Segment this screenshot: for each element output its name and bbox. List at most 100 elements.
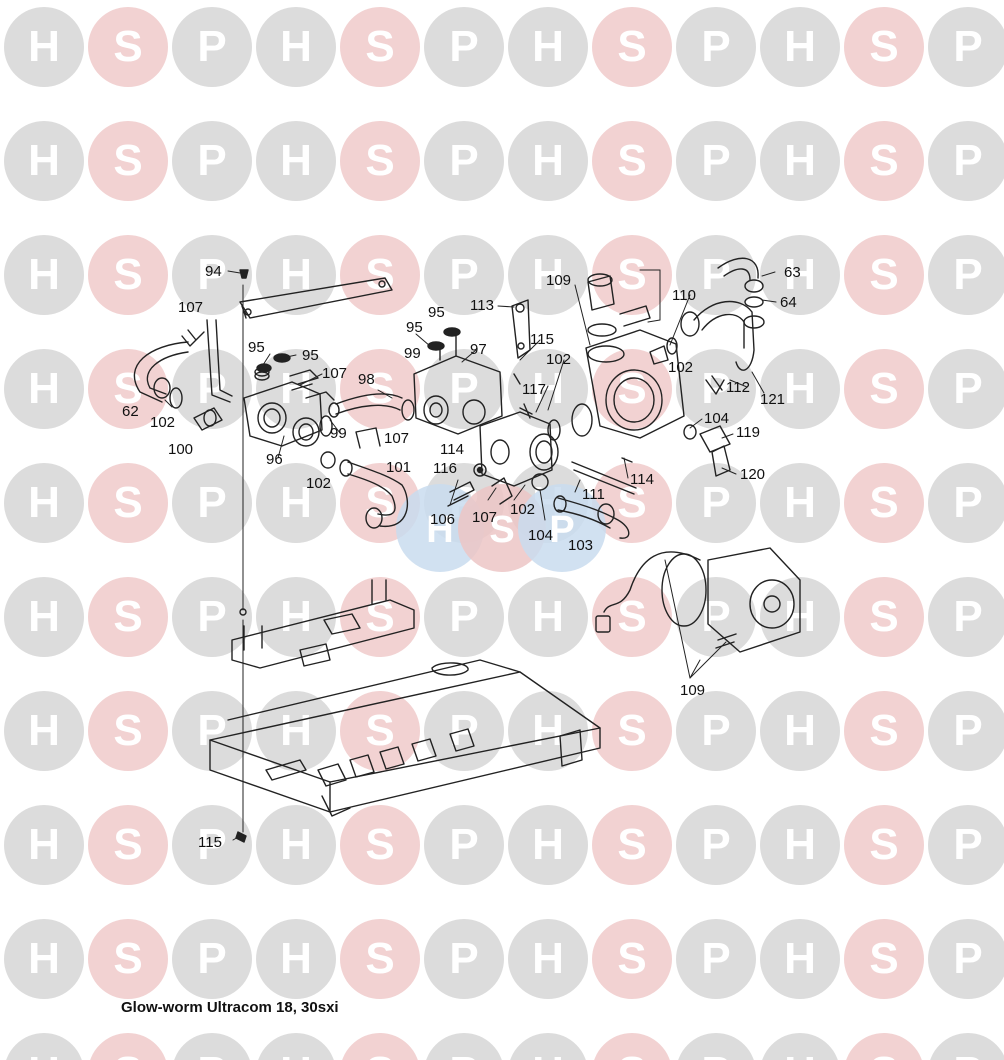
- watermark-circle: [340, 349, 420, 429]
- watermark-circle: [88, 235, 168, 315]
- callout-103: 103: [568, 537, 594, 554]
- watermark-letter: P: [449, 250, 478, 299]
- watermark-circle: [174, 1033, 250, 1060]
- watermark-circle: [676, 7, 756, 87]
- callout-100: 100: [168, 441, 194, 458]
- gasket-plate: [239, 277, 393, 319]
- watermark-circle: [760, 463, 840, 543]
- drain-120: [711, 445, 731, 477]
- watermark-letter: P: [197, 22, 226, 71]
- watermark-letter: H: [784, 706, 816, 755]
- watermark-circle: [676, 577, 756, 657]
- callout-98: 98: [358, 371, 375, 388]
- watermark-circle: [928, 691, 1004, 771]
- watermark-letter: S: [113, 136, 142, 185]
- watermark-letter: H: [784, 820, 816, 869]
- pipe-101: [347, 461, 409, 527]
- watermark-letter: P: [449, 592, 478, 641]
- watermark-circle: [424, 7, 504, 87]
- callout-107: 107: [178, 299, 204, 316]
- watermark-circle: [172, 577, 252, 657]
- watermark-circle: [4, 805, 84, 885]
- pipe-121: [693, 300, 755, 371]
- watermark-circle: [88, 349, 168, 429]
- watermark-letter: H: [784, 250, 816, 299]
- watermark-letter: S: [113, 934, 142, 983]
- callout-112: 112: [726, 379, 750, 396]
- callout-99: 99: [404, 345, 421, 362]
- watermark-circle: [256, 919, 336, 999]
- callout-107: 107: [384, 430, 410, 447]
- watermark-letter: P: [449, 820, 478, 869]
- air-vent-110: [587, 275, 615, 311]
- watermark-circle: [172, 121, 252, 201]
- watermark-circle: [424, 121, 504, 201]
- callout-113: 113: [470, 297, 494, 314]
- callout-117: 117: [522, 381, 546, 398]
- watermark-circle: [90, 1033, 166, 1060]
- watermark-circle: [4, 7, 84, 87]
- mounting-bracket: [231, 579, 415, 669]
- watermark-letter: P: [953, 250, 982, 299]
- callout-104: 104: [704, 410, 730, 427]
- watermark-letter: P: [701, 136, 730, 185]
- watermark-letter: H: [280, 1048, 312, 1060]
- watermark-letter: H: [28, 136, 60, 185]
- center-logo-letter: P: [549, 509, 574, 551]
- watermark-circle: [760, 7, 840, 87]
- watermark-letter: P: [449, 934, 478, 983]
- callout-111: 111: [582, 486, 605, 503]
- watermark-circle: [928, 463, 1004, 543]
- watermark-letter: H: [784, 934, 816, 983]
- watermark-letter: P: [701, 478, 730, 527]
- watermark-circle: [676, 919, 756, 999]
- callout-64: 64: [780, 294, 797, 311]
- housing-114: [479, 411, 553, 487]
- watermark-circle: [258, 1033, 334, 1060]
- watermark-letter: S: [113, 250, 142, 299]
- watermark-circle: [340, 919, 420, 999]
- watermark-letter: S: [869, 706, 898, 755]
- watermark-circle: [6, 1033, 82, 1060]
- watermark-letter: S: [113, 592, 142, 641]
- watermark-circle: [760, 805, 840, 885]
- watermark-circle: [510, 1033, 586, 1060]
- watermark-circle: [88, 577, 168, 657]
- watermark-circle: [760, 235, 840, 315]
- watermark-circle: [760, 349, 840, 429]
- callout-109: 109: [546, 272, 572, 289]
- watermark-letter: S: [869, 22, 898, 71]
- watermark-circle: [172, 919, 252, 999]
- watermark-letter: H: [532, 592, 564, 641]
- center-logo-letter: S: [489, 509, 514, 551]
- watermark-letter: H: [28, 592, 60, 641]
- watermark-letter: P: [953, 22, 982, 71]
- watermark-circle: [676, 235, 756, 315]
- watermark-letter: H: [28, 1048, 60, 1060]
- watermark-letter: P: [197, 1048, 226, 1060]
- watermark-circle: [930, 1033, 1004, 1060]
- watermark-letter: H: [28, 250, 60, 299]
- watermark-letter: S: [113, 22, 142, 71]
- watermark-circle: [508, 349, 588, 429]
- watermark-letter: P: [197, 592, 226, 641]
- watermark-letter: S: [869, 1048, 898, 1060]
- watermark-circle: [256, 805, 336, 885]
- watermark-letter: S: [617, 250, 646, 299]
- watermark-circle: [256, 577, 336, 657]
- pipe-63: [717, 257, 759, 281]
- callout-62: 62: [122, 403, 139, 420]
- callout-119: 119: [736, 424, 760, 441]
- watermark-circle: [508, 577, 588, 657]
- watermark-circle: [508, 691, 588, 771]
- watermark-letter: H: [28, 706, 60, 755]
- watermark-letter: P: [197, 250, 226, 299]
- watermark-letter: H: [532, 22, 564, 71]
- watermark-circle: [172, 7, 252, 87]
- watermark-letter: H: [532, 364, 564, 413]
- watermark-circle: [844, 121, 924, 201]
- watermark-letter: H: [280, 592, 312, 641]
- watermark-circle: [760, 919, 840, 999]
